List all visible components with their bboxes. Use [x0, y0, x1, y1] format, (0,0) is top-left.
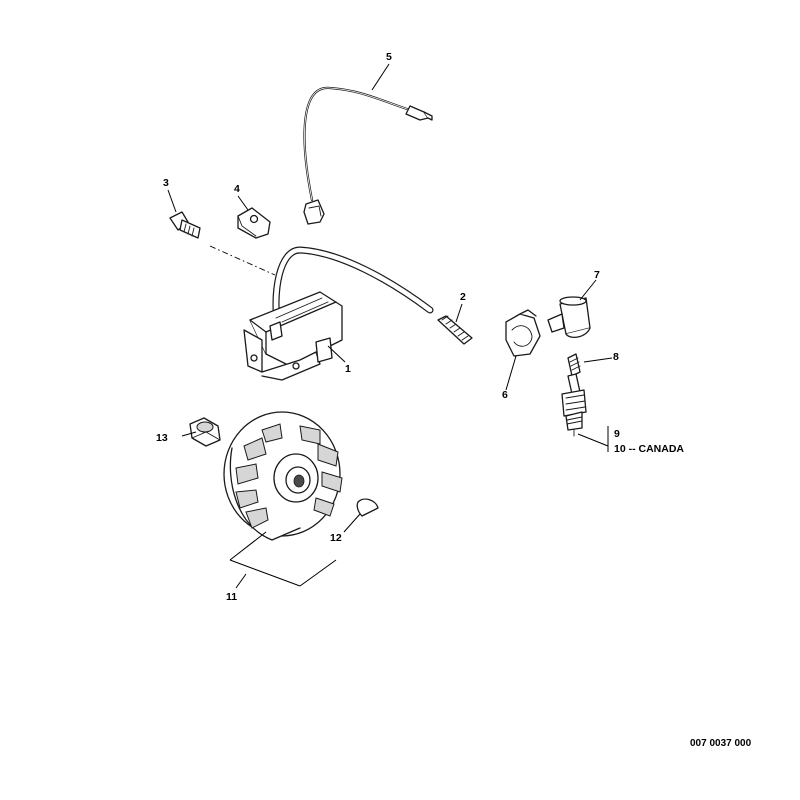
callout-12: 12 [330, 532, 342, 544]
callout-1: 1 [345, 363, 351, 375]
part-4-grommet [237, 207, 271, 239]
callout-9: 9 [614, 428, 620, 440]
screw-axis-line [209, 245, 276, 276]
part-5-stop-wire [303, 86, 433, 225]
callout-5: 5 [386, 51, 392, 63]
callout-4: 4 [234, 183, 240, 195]
part-3-screw [169, 211, 201, 239]
part-12-key [356, 498, 379, 517]
callout-2: 2 [460, 291, 466, 303]
callout-8: 8 [613, 351, 619, 363]
part-1-ignition-coil [243, 246, 434, 381]
part-8-connector [567, 353, 581, 377]
part-7-plug-boot [547, 296, 591, 339]
callout-3: 3 [163, 177, 169, 189]
part-2-spring [437, 315, 473, 345]
part-13-nut [189, 417, 221, 447]
callout-6: 6 [502, 389, 508, 401]
callout-13: 13 [156, 432, 168, 444]
callout-7: 7 [594, 269, 600, 281]
part-6-boot-clip [505, 309, 541, 357]
leader-lines [167, 63, 613, 589]
callout-10: 10 -- CANADA [614, 443, 684, 455]
part-11-flywheel [223, 411, 343, 541]
drawing-number: 007 0037 000 [690, 738, 752, 749]
part-9-spark-plug [561, 373, 587, 437]
callout-11: 11 [226, 591, 237, 603]
